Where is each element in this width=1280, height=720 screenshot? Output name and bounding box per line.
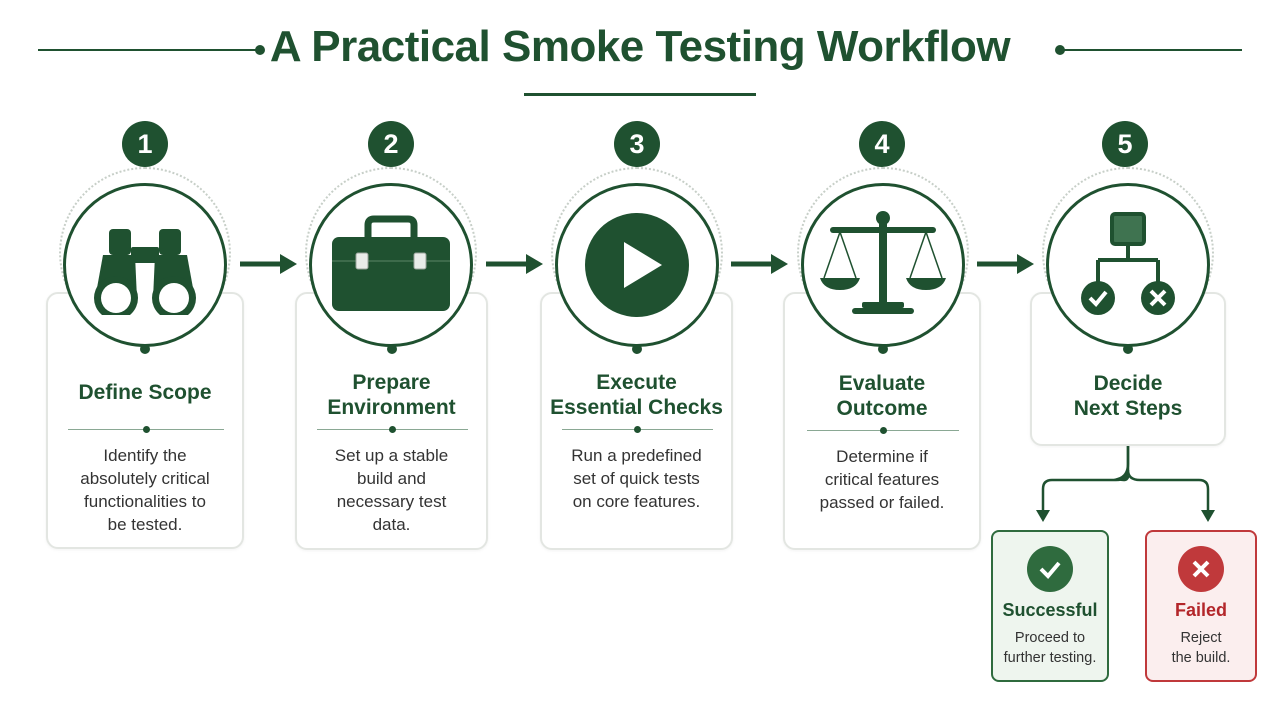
title-rule-right-dot: [1055, 45, 1065, 55]
step-2-icon-circle: [309, 183, 473, 347]
step-2-card: Prepare Environment Set up a stable buil…: [295, 292, 488, 550]
balance-scale-icon: [820, 211, 946, 314]
step-4-description: Determine if critical features passed or…: [819, 447, 945, 512]
step-4-separator-dot: [880, 427, 887, 434]
outcome-successful-title: Successful: [1002, 600, 1098, 620]
step-3-card: Execute Essential Checks Run a predefine…: [540, 292, 733, 550]
step-3-separator-dot: [634, 426, 641, 433]
step-1-icon-circle: [63, 183, 227, 347]
toolbox-icon: [332, 215, 450, 311]
step-2-badge: 2: [368, 121, 414, 167]
page-title: A Practical Smoke Testing Workflow: [269, 22, 1011, 71]
arrow-3-to-4: [731, 254, 788, 274]
outcome-successful-description: Proceed to further testing.: [1003, 630, 1097, 666]
outcome-failed-title: Failed: [1174, 600, 1227, 620]
step-1-description: Identify the absolutely critical functio…: [80, 446, 210, 534]
arrow-2-to-3: [486, 254, 543, 274]
play-icon: [585, 213, 689, 317]
outcome-failed-description: Reject the build.: [1171, 630, 1231, 666]
step-4-badge: 4: [859, 121, 905, 167]
step-3-icon-dot: [632, 344, 642, 354]
step-3-description: Run a predefined set of quick tests on c…: [571, 446, 702, 511]
step-4-icon-dot: [878, 344, 888, 354]
title-underline: [524, 93, 756, 96]
step-4-icon-circle: [801, 183, 965, 347]
step-2-title: Prepare Environment: [327, 371, 456, 419]
step-1-separator-dot: [143, 426, 150, 433]
arrow-4-to-5: [977, 254, 1034, 274]
step-3-badge: 3: [614, 121, 660, 167]
branch-connector: [1041, 444, 1210, 512]
step-2-separator-dot: [389, 426, 396, 433]
title-rule-left: [38, 49, 256, 51]
step-1-badge: 1: [122, 121, 168, 167]
step-2-icon-dot: [387, 344, 397, 354]
step-4-title: Evaluate Outcome: [836, 372, 928, 420]
step-5-icon-dot: [1123, 344, 1133, 354]
step-3-icon-circle: [555, 183, 719, 347]
decision-tree-icon: [1081, 212, 1175, 315]
checkmark-icon: [1027, 546, 1073, 592]
step-1-title: Define Scope: [78, 381, 212, 404]
x-mark-icon: [1178, 546, 1224, 592]
step-5-card: Decide Next Steps: [1030, 292, 1226, 446]
step-1-icon-dot: [140, 344, 150, 354]
step-2-description: Set up a stable build and necessary test…: [334, 446, 449, 534]
step-3-title: Execute Essential Checks: [550, 371, 723, 419]
step-5-badge: 5: [1102, 121, 1148, 167]
title-rule-right: [1064, 49, 1242, 51]
step-5-title: Decide Next Steps: [1073, 372, 1183, 420]
outcome-successful-card: Successful Proceed to further testing.: [991, 530, 1109, 682]
outcome-failed-card: Failed Reject the build.: [1145, 530, 1257, 682]
binoculars-icon: [94, 229, 196, 315]
branch-arrow-failed: [1201, 510, 1215, 522]
arrow-1-to-2: [240, 254, 297, 274]
title-rule-left-dot: [255, 45, 265, 55]
branch-arrow-success: [1036, 510, 1050, 522]
step-5-icon-circle: [1046, 183, 1210, 347]
